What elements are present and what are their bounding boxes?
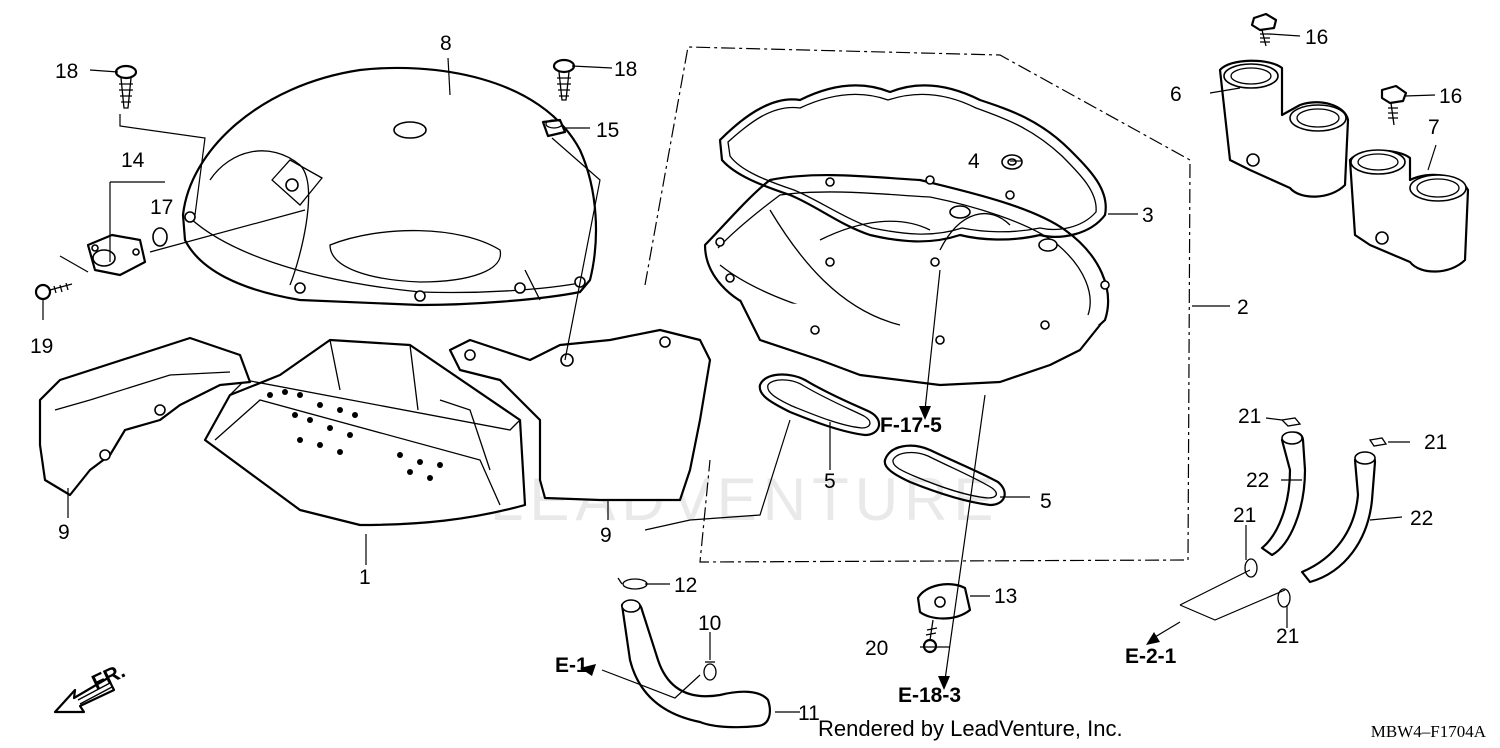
callout-17: 17	[150, 196, 173, 219]
gasket-part-3[interactable]	[718, 84, 1107, 243]
clip-part-10[interactable]	[703, 661, 717, 681]
clip-part-12[interactable]	[617, 577, 648, 590]
callout-9-left: 9	[58, 521, 70, 544]
callout-8: 8	[440, 32, 452, 55]
callout-18-left: 18	[55, 60, 78, 83]
screw-part-16-lower[interactable]	[1380, 84, 1408, 126]
callout-15: 15	[596, 119, 619, 142]
seal-ring-lower-part-5[interactable]	[883, 444, 1006, 507]
callout-20: 20	[865, 637, 888, 660]
clip-part-21-b[interactable]	[1368, 437, 1388, 447]
ref-e-18-3: E-18-3	[898, 684, 961, 707]
callout-21-d: 21	[1276, 625, 1299, 648]
diagram-code: MBW4–F1704A	[1370, 722, 1486, 741]
callout-21-c: 21	[1233, 504, 1256, 527]
grommet-part-4[interactable]	[1001, 154, 1023, 170]
callout-18-right: 18	[614, 58, 637, 81]
clip-part-21-a[interactable]	[1280, 417, 1302, 427]
foam-seal-left-part-9[interactable]	[38, 336, 252, 497]
callout-16-upper: 16	[1305, 26, 1328, 49]
callout-19: 19	[30, 335, 53, 358]
callout-14: 14	[121, 149, 145, 172]
air-cleaner-element-part-1[interactable]	[203, 338, 527, 527]
screw-part-16-upper[interactable]	[1250, 12, 1278, 47]
screw-part-19[interactable]	[34, 282, 73, 301]
seal-ring-upper-part-5[interactable]	[758, 373, 881, 437]
callout-22-left: 22	[1246, 469, 1269, 492]
connecting-tube-part-6[interactable]	[1218, 59, 1350, 198]
screw-part-20[interactable]	[922, 619, 938, 654]
callout-4: 4	[968, 150, 980, 173]
o-ring-part-17[interactable]	[152, 227, 168, 247]
breather-tube-part-22-left[interactable]	[1260, 431, 1307, 557]
callout-2: 2	[1237, 296, 1249, 319]
clip-part-21-c[interactable]	[1244, 558, 1258, 578]
callout-6: 6	[1170, 83, 1182, 106]
callout-3: 3	[1142, 204, 1154, 227]
callout-9-right: 9	[600, 524, 612, 547]
air-cleaner-cover-part-8[interactable]	[181, 66, 598, 307]
callout-5-left: 5	[824, 470, 836, 493]
clip-part-21-d[interactable]	[1277, 588, 1291, 608]
reference-arrows	[580, 269, 1181, 699]
render-credit: Rendered by LeadVenture, Inc.	[818, 716, 1123, 741]
callout-7: 7	[1428, 116, 1440, 139]
connecting-tube-part-7[interactable]	[1348, 149, 1470, 273]
callout-labels: 8 18 18 15 14 17 19 9 1 9 4 3 2 6 7 16 1…	[30, 26, 1462, 725]
breather-tube-part-22-right[interactable]	[1300, 451, 1377, 584]
callout-11: 11	[798, 702, 820, 725]
callout-12: 12	[674, 574, 697, 597]
leader-lines	[42, 33, 1437, 713]
callout-13: 13	[994, 585, 1017, 608]
ref-e-2-1: E-2-1	[1125, 645, 1177, 668]
sensor-part-13[interactable]	[916, 583, 972, 620]
assembly-outline	[644, 46, 1191, 563]
callout-10: 10	[698, 612, 721, 635]
ref-f-17-5: F-17-5	[880, 414, 942, 437]
tapping-screw-part-18-right[interactable]	[552, 58, 576, 101]
reference-labels: F-17-5 E-1 E-18-3 E-2-1	[555, 414, 1177, 707]
air-cleaner-case-part-2[interactable]	[703, 173, 1110, 387]
drain-tube-part-11[interactable]	[620, 599, 771, 729]
foam-seal-right-part-9[interactable]	[448, 328, 712, 502]
grommet-part-15[interactable]	[541, 118, 567, 138]
callout-21-b: 21	[1424, 431, 1447, 454]
callout-22-right: 22	[1410, 507, 1433, 530]
callout-21-a: 21	[1238, 405, 1261, 428]
callout-1: 1	[359, 566, 371, 589]
ref-e-1: E-1	[555, 654, 588, 677]
front-direction-icon: FR.	[53, 659, 129, 714]
joint-part-14[interactable]	[86, 233, 147, 277]
tapping-screw-part-18-left[interactable]	[114, 64, 138, 109]
callout-5-right: 5	[1040, 490, 1052, 513]
callout-16-lower: 16	[1439, 85, 1462, 108]
